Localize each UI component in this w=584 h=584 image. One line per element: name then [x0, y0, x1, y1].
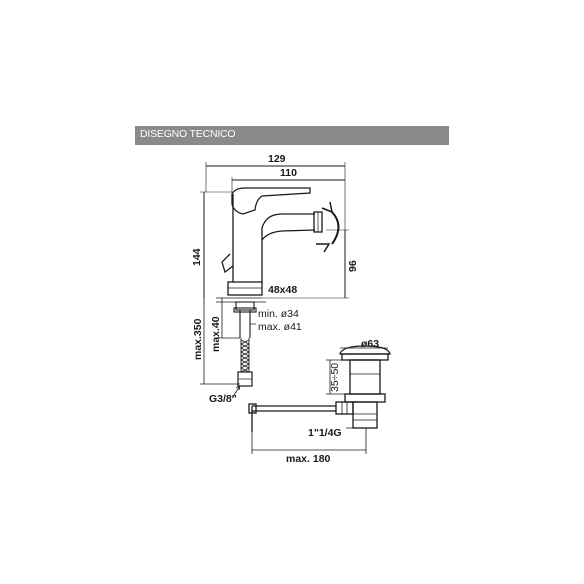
dim-35-50-line [326, 359, 350, 395]
label-max40: max.40 [210, 316, 222, 352]
hole-leaders [250, 311, 256, 325]
dim-110-line [231, 177, 345, 196]
label-drain-thread: 1"1/4G [308, 427, 342, 439]
label-max180: max. 180 [286, 453, 331, 465]
label-110: 110 [280, 167, 297, 179]
label-129: 129 [268, 153, 286, 165]
dim-129-line [205, 162, 346, 230]
label-hole-max: max. ø41 [258, 321, 302, 333]
hose-nut [237, 371, 253, 387]
label-144: 144 [191, 248, 203, 266]
label-48x48: 48x48 [268, 284, 297, 296]
label-max350: max.350 [192, 318, 204, 360]
dim-max40-line [218, 298, 240, 339]
faucet-body [221, 187, 323, 296]
dim-144-line [200, 191, 232, 298]
popup-rod [248, 403, 336, 432]
swivel-arrow [316, 201, 340, 253]
header-bar: DISEGNO TECNICO [135, 126, 449, 145]
braided-hose [240, 338, 250, 373]
drain-assembly [335, 345, 391, 429]
dim-max180-line [251, 428, 367, 454]
g38-leader [231, 385, 241, 399]
header-title: DISEGNO TECNICO [140, 128, 236, 140]
label-96: 96 [347, 260, 359, 272]
label-g38: G3/8" [209, 393, 237, 405]
label-hole-min: min. ø34 [258, 308, 299, 320]
dim-max350-line [200, 298, 240, 385]
shank [233, 301, 257, 338]
deck-line [216, 297, 266, 303]
label-o63: ø63 [361, 338, 379, 350]
label-35-50: 35÷50 [329, 363, 341, 392]
